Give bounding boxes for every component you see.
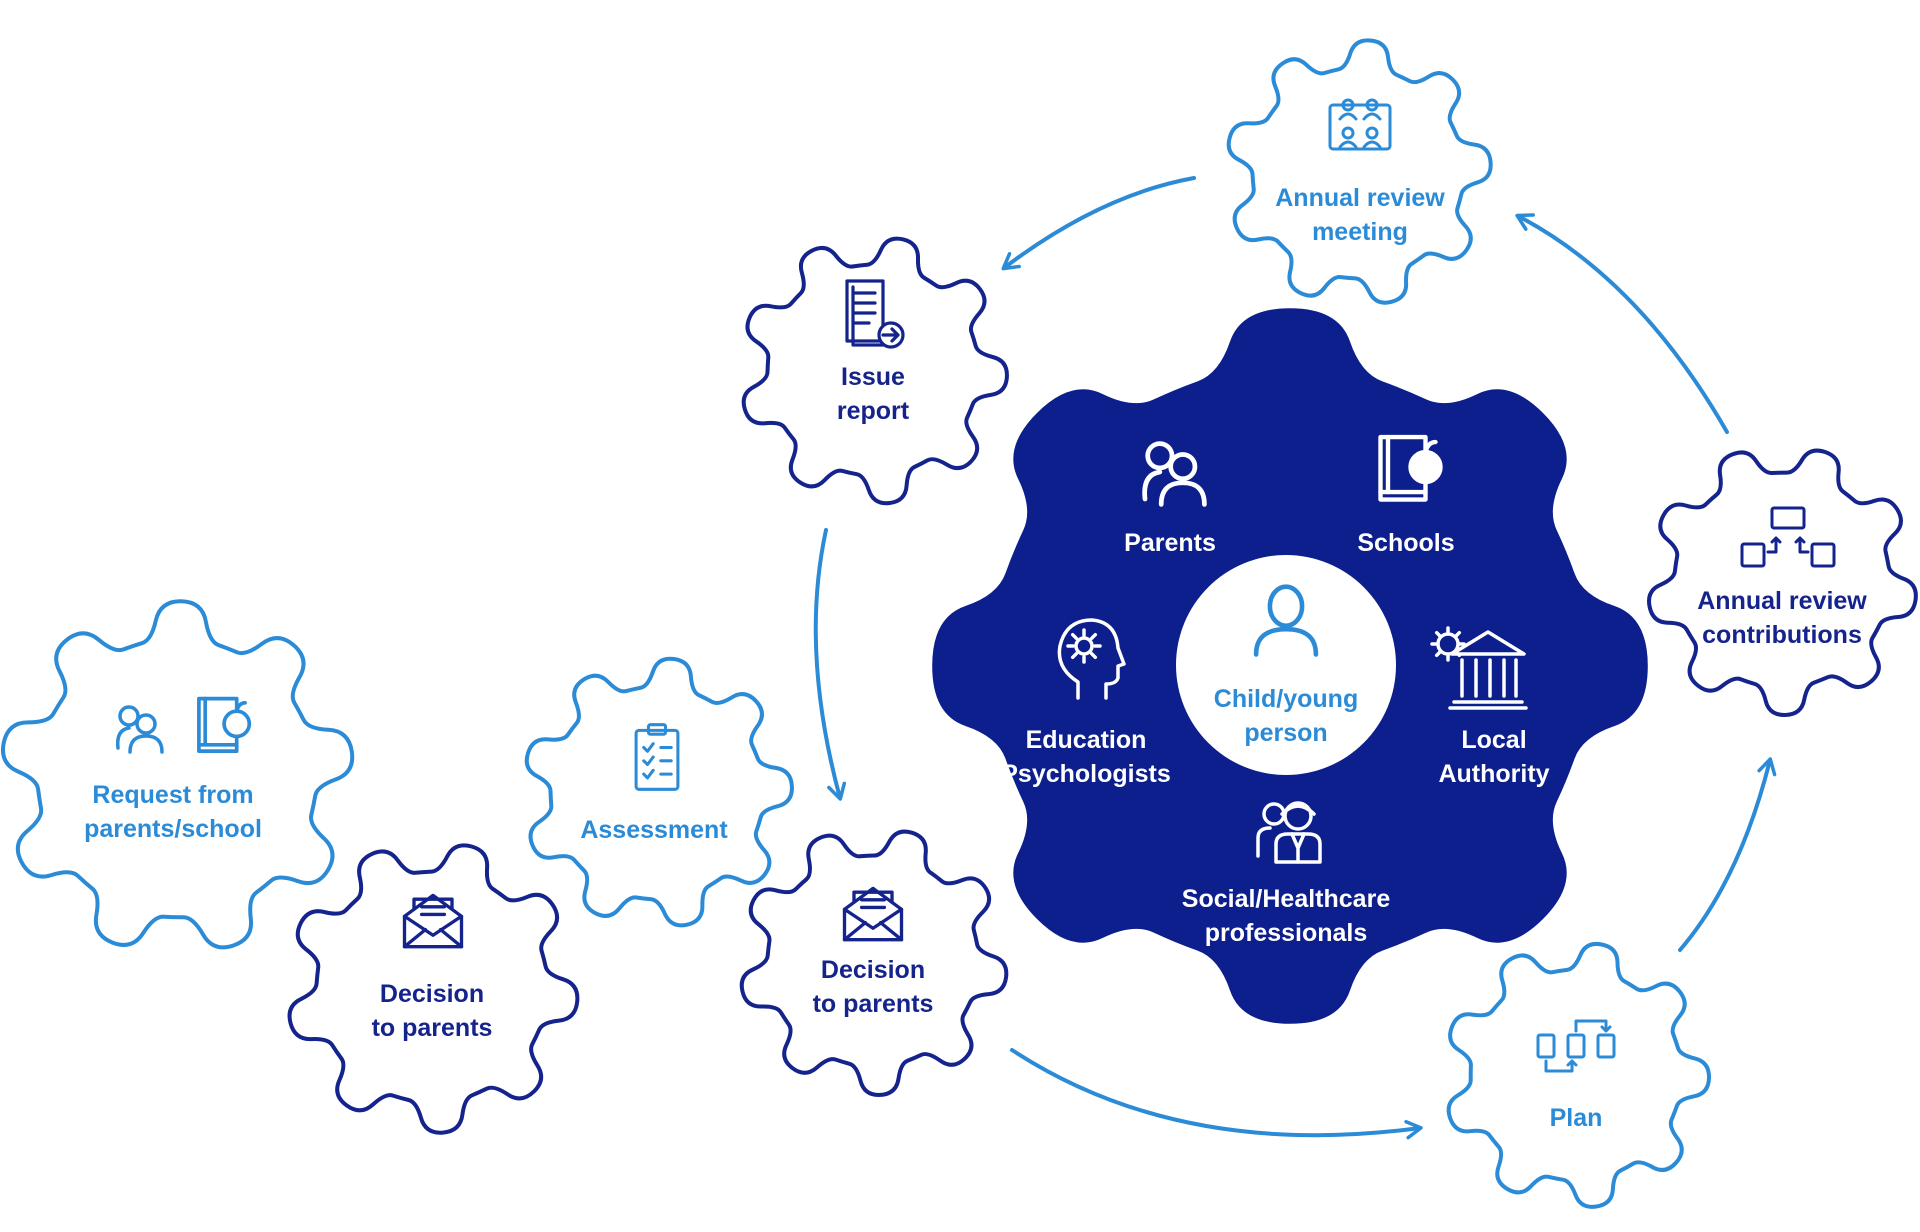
envelope-letter-icon xyxy=(402,893,464,949)
flow-arrow xyxy=(1010,1048,1423,1140)
label-line: Local xyxy=(1461,726,1527,754)
flow-arrows xyxy=(813,176,1777,1140)
gear-label-annual-review-contributions: Annual review contributions xyxy=(1697,584,1867,652)
gears-layer xyxy=(1,38,1918,1209)
label-line: to parents xyxy=(371,1014,493,1042)
stakeholder-label-schools: Schools xyxy=(1357,526,1454,560)
flow-arrow xyxy=(1515,213,1729,434)
gear-assessment xyxy=(524,656,794,928)
gear-label-decision-1: Decision to parents xyxy=(372,977,493,1045)
label-line: Child/young xyxy=(1213,685,1359,713)
label-line: contributions xyxy=(1702,621,1862,649)
report-document-icon xyxy=(845,279,905,349)
stakeholder-label-parents: Parents xyxy=(1124,526,1216,560)
gear-decision-2 xyxy=(739,829,1009,1097)
school-book-icon xyxy=(197,696,252,753)
gear-annual-review-contributions xyxy=(1647,448,1918,718)
gear-label-annual-review-meeting: Annual review meeting xyxy=(1275,181,1445,249)
gear-request xyxy=(1,599,355,950)
label-line: professionals xyxy=(1204,919,1368,947)
stakeholder-label-education-psychologists: Education Psychologists xyxy=(1001,723,1171,791)
parents-icon xyxy=(1142,441,1207,507)
person-icon xyxy=(1253,584,1319,657)
parents-icon xyxy=(115,705,164,754)
center-circle xyxy=(1176,555,1396,775)
healthcare-professional-icon xyxy=(1256,801,1322,864)
label-line: Decision xyxy=(379,980,485,1008)
gear-label-request: Request from parents/school xyxy=(84,778,262,846)
gear-issue-report xyxy=(741,236,1009,506)
stakeholder-label-local-authority: Local Authority xyxy=(1438,723,1549,791)
school-book-icon xyxy=(1378,434,1443,502)
contribution-flow-icon xyxy=(1740,506,1836,568)
label-line: Decision xyxy=(820,956,926,984)
stakeholder-label-social-healthcare: Social/Healthcare professionals xyxy=(1182,882,1390,950)
head-gear-icon xyxy=(1057,618,1126,700)
gear-label-plan: Plan xyxy=(1550,1101,1603,1135)
label-line: Schools xyxy=(1357,529,1455,557)
flow-arrow xyxy=(1001,176,1196,271)
envelope-letter-icon xyxy=(842,886,904,942)
gear-label-issue-report: Issue report xyxy=(837,360,909,428)
label-line: Social/Healthcare xyxy=(1181,885,1391,913)
label-line: Annual review xyxy=(1275,184,1445,212)
gear-annual-review-meeting xyxy=(1226,38,1493,305)
label-line: person xyxy=(1244,719,1328,747)
label-line: Plan xyxy=(1549,1104,1603,1132)
label-line: Parents xyxy=(1124,529,1216,557)
label-line: Annual review xyxy=(1697,587,1867,615)
flow-arrow xyxy=(813,528,847,801)
label-line: meeting xyxy=(1312,218,1408,246)
label-line: parents/school xyxy=(84,815,262,843)
label-line: Assessment xyxy=(580,816,728,844)
label-line: Request from xyxy=(92,781,254,809)
label-line: Issue xyxy=(841,363,905,391)
clipboard-checklist-icon xyxy=(634,723,680,791)
label-line: report xyxy=(836,397,910,425)
label-line: Psychologists xyxy=(1001,760,1171,788)
flow-arrow xyxy=(1678,757,1777,952)
label-line: Authority xyxy=(1438,760,1550,788)
meeting-people-icon xyxy=(1328,98,1392,151)
plan-flow-icon xyxy=(1536,1019,1616,1073)
label-line: Education xyxy=(1025,726,1147,754)
gear-label-decision-2: Decision to parents xyxy=(813,953,934,1021)
center-label-child: Child/young person xyxy=(1214,682,1358,750)
gear-plan xyxy=(1446,941,1712,1209)
gear-label-assessment: Assessment xyxy=(580,813,727,847)
icons-layer xyxy=(115,98,1836,1073)
government-building-icon xyxy=(1430,626,1528,710)
gear-decision-1 xyxy=(287,843,580,1135)
label-line: to parents xyxy=(812,990,934,1018)
